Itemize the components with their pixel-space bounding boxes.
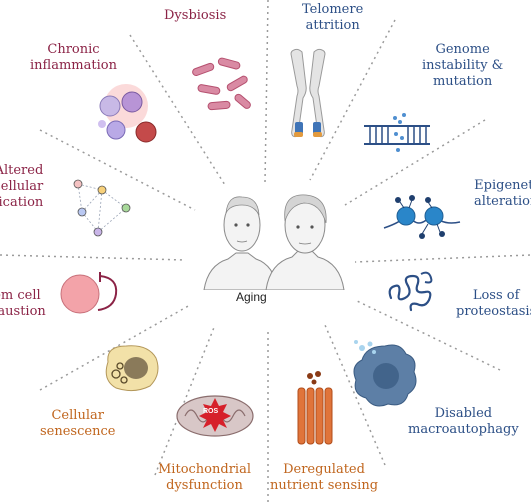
label-epigenetic-alterations: Epigeneticalterations: [474, 178, 531, 209]
aging-faces-illustration: [203, 194, 345, 290]
chromosome-icon: [290, 48, 326, 138]
label-stem-cell-exhaustion: Stem cellexhaustion: [0, 288, 46, 319]
divider-line: [264, 0, 269, 183]
divider-line: [324, 324, 386, 466]
ros-badge: ROS: [203, 408, 219, 415]
divider-line: [0, 254, 186, 261]
bacteria-icon: [192, 57, 251, 111]
divider-line: [354, 254, 531, 263]
label-altered-intercellular-communication: Alteredintercellularcommunication: [0, 163, 44, 210]
receptor-icon: [297, 371, 333, 445]
immune-cells-icon: [98, 84, 157, 143]
divider-line: [39, 129, 196, 211]
nucleosome-icon: [383, 195, 461, 239]
stem-cell-icon: [60, 272, 118, 314]
cell-network-icon: [73, 179, 131, 237]
macrophage-icon: [353, 340, 417, 407]
senescent-cell-icon: [105, 345, 159, 392]
label-dysbiosis: Dysbiosis: [164, 8, 227, 23]
divider-line: [309, 19, 396, 181]
mitochondrion-icon: [176, 395, 254, 437]
center-label: Aging: [236, 290, 267, 304]
misfolded-protein-icon: [388, 271, 433, 312]
dna-mutation-icon: [364, 113, 430, 152]
